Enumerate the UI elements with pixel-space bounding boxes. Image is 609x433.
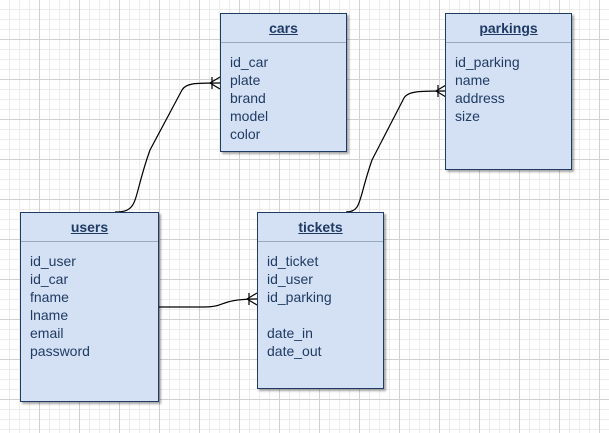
- crows-foot-icon: [435, 84, 447, 98]
- field-item: fname: [30, 289, 69, 305]
- entity-users[interactable]: users id_user id_car fname lname email p…: [20, 212, 159, 402]
- field-item: id_parking: [267, 289, 332, 305]
- field-item: model: [230, 108, 269, 124]
- field-item: id_car: [230, 54, 269, 70]
- field-item: password: [30, 343, 90, 359]
- field-item: size: [455, 108, 480, 124]
- relation-tickets-parkings[interactable]: [345, 90, 447, 213]
- field-item: name: [455, 72, 491, 88]
- field-item: id_user: [267, 271, 313, 287]
- field-item: address: [455, 90, 505, 106]
- entity-tickets[interactable]: tickets id_ticket id_user id_parking dat…: [257, 212, 384, 389]
- field-item: id_car: [30, 271, 69, 287]
- field-spacer: [267, 306, 374, 324]
- field-item: brand: [230, 90, 266, 106]
- crows-foot-icon: [209, 76, 221, 90]
- entity-title: users: [21, 213, 158, 242]
- field-list: id_ticket id_user id_parking date_in dat…: [258, 242, 383, 360]
- entity-title: cars: [221, 14, 346, 43]
- field-list: id_user id_car fname lname email passwor…: [21, 242, 158, 360]
- field-item: date_out: [267, 343, 322, 359]
- entity-title: parkings: [446, 14, 571, 43]
- crows-foot-icon: [246, 292, 258, 306]
- field-item: email: [30, 325, 64, 341]
- relation-users-tickets[interactable]: [158, 298, 258, 308]
- field-item: id_ticket: [267, 253, 319, 269]
- field-item: date_in: [267, 325, 313, 341]
- entity-cars[interactable]: cars id_car plate brand model color: [220, 13, 347, 152]
- field-item: plate: [230, 72, 261, 88]
- entity-title: tickets: [258, 213, 383, 242]
- field-list: id_car plate brand model color: [221, 43, 346, 143]
- relation-users-cars[interactable]: [114, 82, 221, 213]
- field-item: color: [230, 126, 261, 142]
- entity-parkings[interactable]: parkings id_parking name address size: [445, 13, 572, 170]
- field-list: id_parking name address size: [446, 43, 571, 125]
- field-item: id_parking: [455, 54, 520, 70]
- field-item: id_user: [30, 253, 76, 269]
- field-item: lname: [30, 307, 69, 323]
